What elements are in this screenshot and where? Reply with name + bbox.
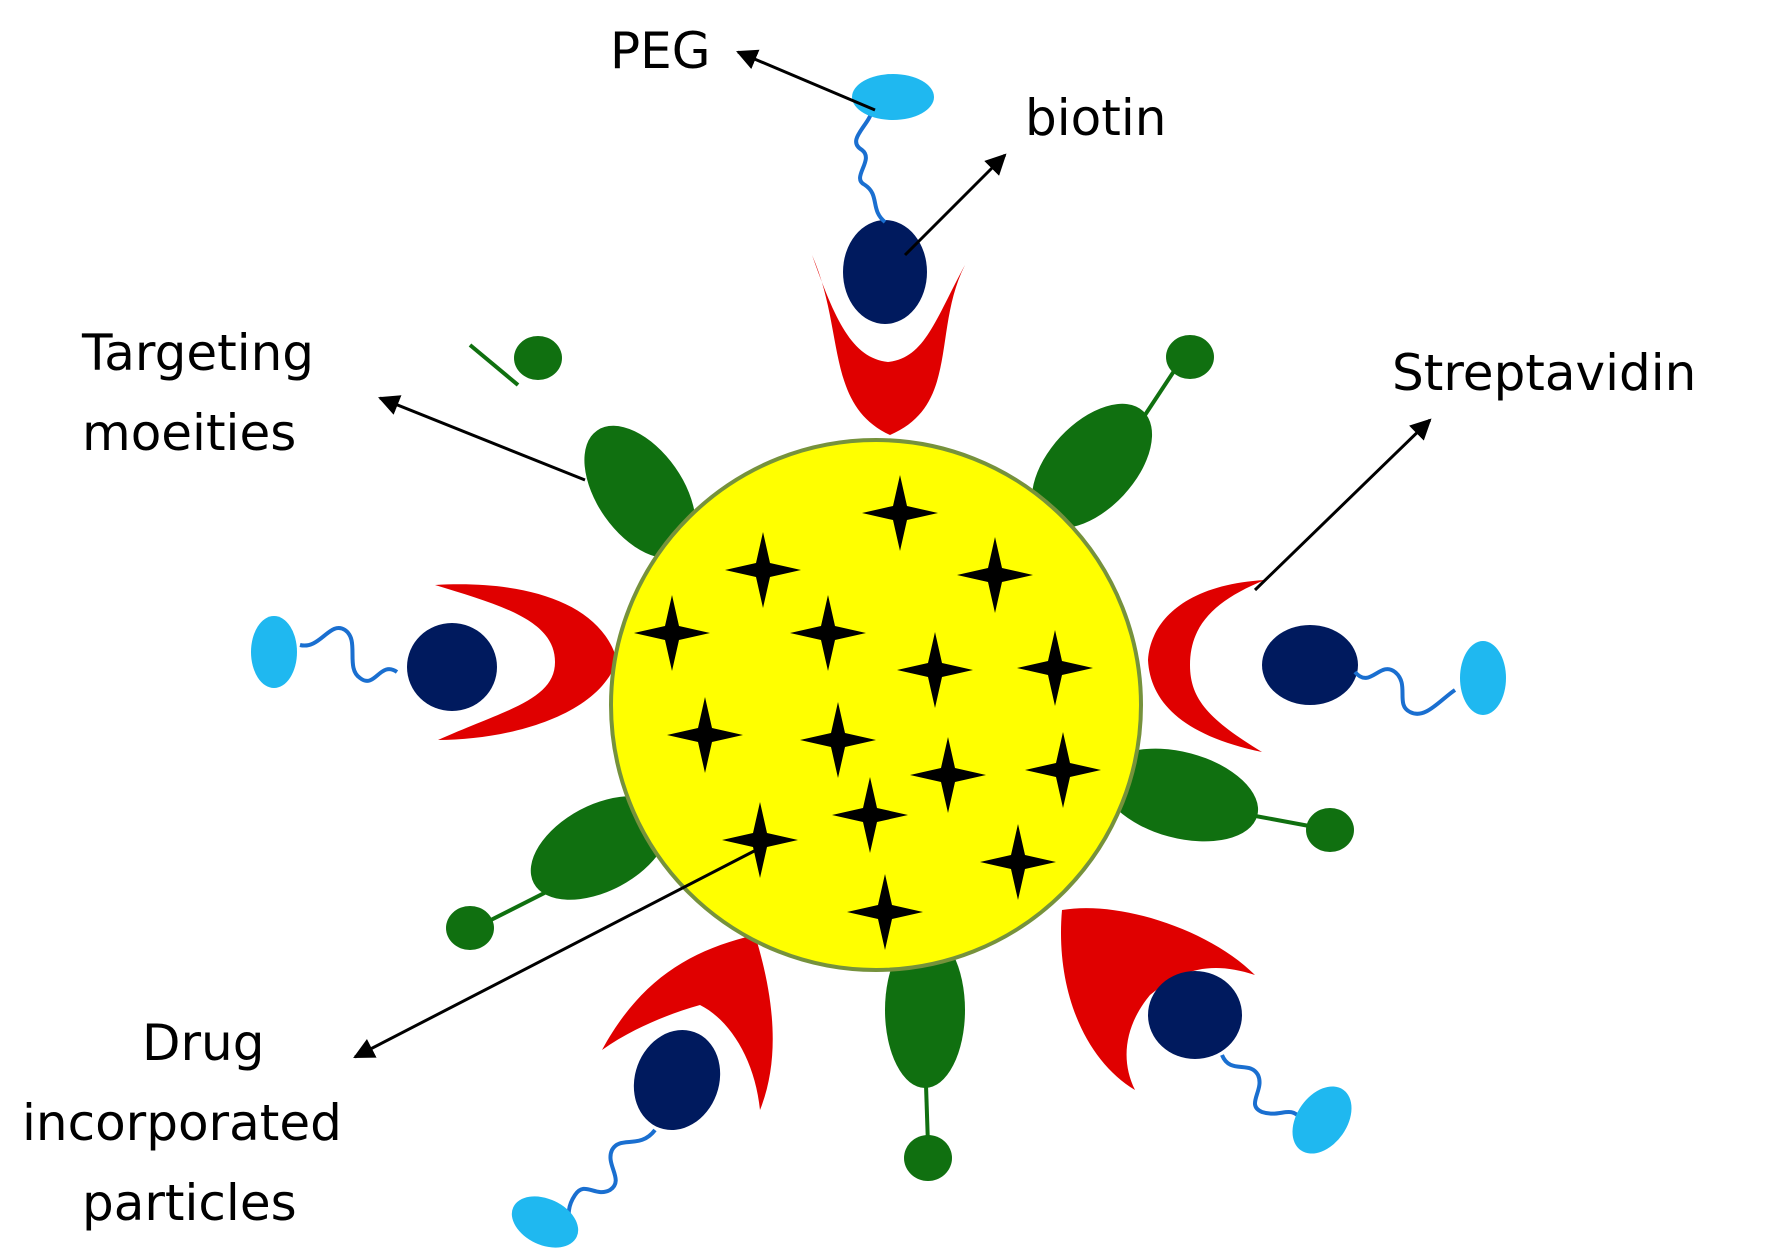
drug-star-icon	[800, 702, 876, 778]
drug-star-icon	[832, 777, 908, 853]
drug-star-icon	[897, 632, 973, 708]
targeting-moiety	[468, 336, 696, 559]
drug-star-icon	[667, 697, 743, 773]
nanoparticle-core	[609, 438, 1143, 972]
complex-bottom-left	[511, 935, 773, 1248]
streptavidin-arrow	[1253, 418, 1432, 592]
complex-left	[251, 584, 617, 740]
label-drug-line3: particles	[82, 1174, 297, 1232]
targeting-moiety	[1031, 335, 1214, 529]
label-biotin: biotin	[1025, 89, 1166, 147]
targeting-moieties	[446, 335, 1354, 1181]
targeting-moiety	[1101, 748, 1354, 852]
drug-star-icon	[910, 737, 986, 813]
drug-star-icon	[980, 824, 1056, 900]
drug-star-icon	[1025, 732, 1101, 808]
label-drug-line1: Drug	[142, 1014, 265, 1072]
biotin-arrow	[903, 153, 1007, 257]
label-drug-line2: incorporated	[22, 1094, 342, 1152]
drug-star-icon	[722, 802, 798, 878]
drug-star-icon	[790, 595, 866, 671]
streptavidin-complexes	[251, 74, 1506, 1248]
targeting-arrow	[378, 395, 586, 482]
label-targeting-line1: Targeting	[81, 324, 314, 382]
label-peg: PEG	[610, 22, 711, 80]
drug-star-icon	[725, 532, 801, 608]
drug-star-icon	[634, 595, 710, 671]
label-streptavidin: Streptavidin	[1392, 344, 1696, 402]
drug-star-icon	[1017, 630, 1093, 706]
targeting-moiety	[446, 796, 670, 950]
labels: PEG biotin Targeting moeities Streptavid…	[22, 22, 1696, 1232]
drug-stars	[634, 475, 1101, 950]
drug-star-icon	[862, 475, 938, 551]
drug-star-icon	[957, 537, 1033, 613]
peg-arrow	[736, 49, 876, 112]
targeting-moiety	[885, 932, 965, 1181]
label-targeting-line2: moeities	[82, 404, 296, 462]
drug-arrow	[353, 846, 761, 1059]
drug-star-icon	[847, 874, 923, 950]
pointer-arrows	[353, 49, 1432, 1059]
complex-bottom-right	[1060, 908, 1352, 1154]
complex-top	[812, 74, 965, 435]
complex-right	[1148, 580, 1506, 752]
